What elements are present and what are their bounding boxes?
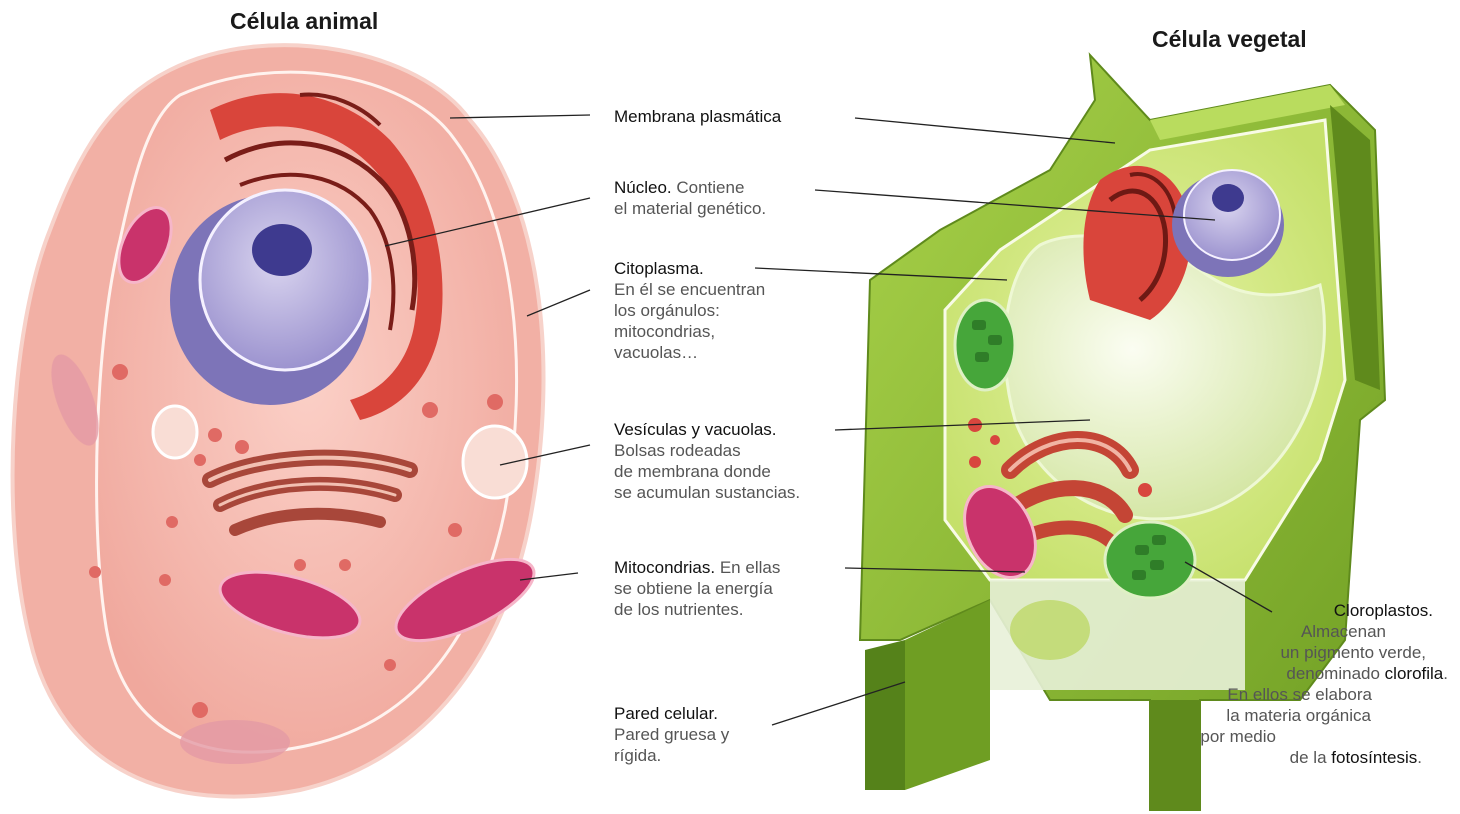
label-vesiculas: Vesículas y vacuolas. Bolsas rodeadas de…: [614, 419, 800, 503]
animal-vacuole-2: [153, 406, 197, 458]
label-nucleo: Núcleo. Contiene el material genético.: [614, 177, 766, 219]
animal-vacuole-1: [463, 426, 527, 498]
leader-membrana-animal: [450, 115, 590, 118]
plant-nucleus: [1184, 170, 1280, 260]
animal-nucleolus: [252, 224, 312, 276]
label-pared: Pared celular. Pared gruesa y rígida.: [614, 703, 729, 766]
label-mitocondrias: Mitocondrias. En ellas se obtiene la ene…: [614, 557, 780, 620]
plant-nucleolus: [1212, 184, 1244, 212]
animal-cell: [13, 45, 545, 796]
animal-nucleus: [200, 190, 370, 370]
label-citoplasma: Citoplasma. En él se encuentran los orgá…: [614, 258, 765, 363]
label-membrana: Membrana plasmática: [614, 106, 781, 127]
label-cloroplastos: Cloroplastos. Almacenan un pigmento verd…: [1200, 600, 1448, 768]
